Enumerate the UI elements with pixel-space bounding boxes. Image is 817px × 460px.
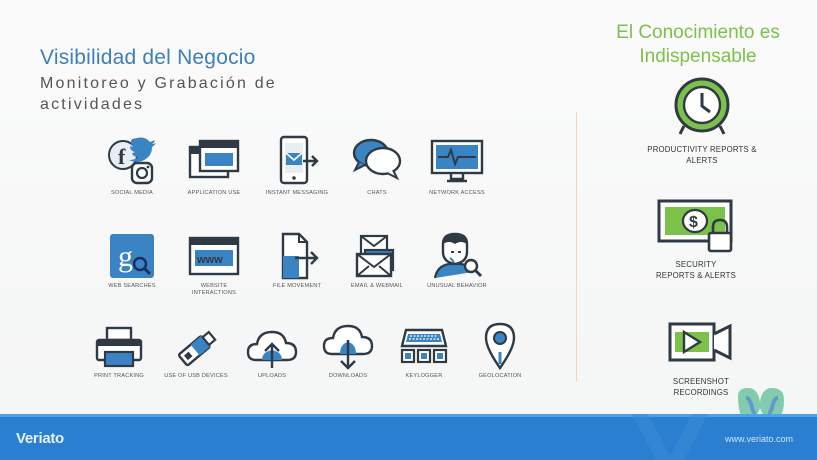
right-heading: El Conocimiento es Indispensable bbox=[598, 21, 798, 69]
veriato-logo: Veriato bbox=[16, 430, 64, 447]
www-browser-icon: www bbox=[188, 236, 240, 276]
chat-bubbles-icon bbox=[352, 138, 402, 181]
email-icon bbox=[355, 234, 395, 278]
icon-label-unusual-behavior: UNUSUAL BEHAVIOR bbox=[427, 283, 487, 289]
icon-label-social-media: SOCIAL MEDIA bbox=[111, 190, 153, 196]
section-divider bbox=[576, 112, 577, 382]
svg-text:$: $ bbox=[689, 214, 698, 231]
feature-security-line1: SECURITY bbox=[675, 260, 717, 269]
icon-tile-email-webmail: EMAIL & WEBMAIL bbox=[335, 232, 419, 290]
webex-logo-icon[interactable] bbox=[734, 386, 790, 424]
footer-v-watermark-icon bbox=[632, 414, 708, 460]
icon-tile-instant-messaging: INSTANT MESSAGING bbox=[255, 133, 339, 197]
slide-title: Visibilidad del Negocio bbox=[40, 46, 256, 69]
icon-label-downloads: DOWNLOADS bbox=[328, 373, 368, 379]
feature-screenshot-line1: SCREENSHOT bbox=[672, 377, 730, 386]
icon-tile-application-use: APPLICATION USE bbox=[172, 133, 256, 197]
icon-label-file-movement: FILE MOVEMENT bbox=[272, 283, 322, 289]
feature-security-line2: REPORTS & ALERTS bbox=[655, 271, 737, 280]
user-search-icon bbox=[433, 232, 483, 279]
cloud-upload-icon bbox=[246, 330, 298, 368]
file-move-icon bbox=[281, 232, 319, 280]
keyboard-icon bbox=[400, 328, 448, 364]
icon-label-application-use: APPLICATION USE bbox=[187, 190, 241, 196]
svg-text:f: f bbox=[118, 144, 126, 169]
feature-security-label: SECURITY REPORTS & ALERTS bbox=[626, 259, 766, 281]
feature-productivity: PRODUCTIVITY REPORTS & ALERTS bbox=[632, 76, 772, 166]
icon-label-website-line1: WEBSITE bbox=[200, 283, 228, 289]
icon-tile-downloads: DOWNLOADS bbox=[306, 324, 390, 380]
icon-tile-unusual-behavior: UNUSUAL BEHAVIOR bbox=[415, 232, 499, 290]
icon-label-web-searches: WEB SEARCHES bbox=[108, 283, 156, 289]
icon-tile-website-interactions: www WEBSITE INTERACTIONS bbox=[172, 232, 256, 297]
icon-tile-file-movement: FILE MOVEMENT bbox=[255, 232, 339, 290]
printer-icon bbox=[95, 326, 143, 368]
icon-tile-usb-devices: USE OF USB DEVICES bbox=[154, 324, 238, 380]
icon-label-email-webmail: EMAIL & WEBMAIL bbox=[350, 283, 404, 289]
right-heading-line1: El Conocimiento es bbox=[616, 22, 780, 43]
cloud-download-icon bbox=[322, 324, 374, 370]
footer-stripe bbox=[0, 414, 817, 417]
feature-productivity-line1: PRODUCTIVITY REPORTS & bbox=[647, 145, 757, 154]
feature-security: $ SECURITY REPORTS & ALERTS bbox=[626, 197, 766, 281]
application-window-icon bbox=[188, 139, 240, 179]
money-lock-icon: $ bbox=[657, 199, 733, 253]
clock-icon bbox=[674, 77, 730, 135]
icon-label-uploads: UPLOADS bbox=[257, 373, 287, 379]
icon-label-instant-messaging: INSTANT MESSAGING bbox=[265, 190, 329, 196]
social-media-icon: f bbox=[108, 137, 156, 185]
icon-label-network-access: NETWORK ACCESS bbox=[429, 190, 485, 196]
icon-tile-chats: CHATS bbox=[335, 133, 419, 197]
icon-tile-web-searches: g WEB SEARCHES bbox=[90, 232, 174, 290]
right-heading-line2: Indispensable bbox=[639, 46, 757, 67]
usb-drive-icon bbox=[177, 330, 217, 367]
icon-label-geolocation: GEOLOCATION bbox=[478, 373, 522, 379]
icon-tile-network-access: NETWORK ACCESS bbox=[415, 133, 499, 197]
icon-label-usb-devices: USE OF USB DEVICES bbox=[164, 373, 228, 379]
google-search-icon: g bbox=[110, 234, 154, 278]
instant-message-icon bbox=[279, 135, 319, 185]
icon-tile-print-tracking: PRINT TRACKING bbox=[77, 324, 161, 380]
footer-url[interactable]: www.veriato.com bbox=[724, 434, 793, 444]
icon-tile-social-media: f SOCIAL MEDIA bbox=[90, 133, 174, 197]
icon-label-keylogger: KEYLOGGER bbox=[405, 373, 443, 379]
icon-label-print-tracking: PRINT TRACKING bbox=[94, 373, 144, 379]
svg-text:www: www bbox=[196, 254, 223, 266]
footer-bar: Veriato www.veriato.com bbox=[0, 414, 817, 460]
icon-label-website-line2: INTERACTIONS bbox=[191, 290, 237, 296]
svg-text:g: g bbox=[118, 240, 133, 273]
feature-productivity-line2: ALERTS bbox=[686, 156, 718, 165]
feature-screenshot-label: SCREENSHOT RECORDINGS bbox=[631, 376, 771, 398]
feature-screenshot: SCREENSHOT RECORDINGS bbox=[631, 320, 771, 398]
feature-screenshot-line2: RECORDINGS bbox=[673, 388, 729, 397]
video-camera-icon bbox=[668, 322, 732, 362]
slide-subtitle: Monitoreo y Grabación de actividades bbox=[40, 75, 277, 113]
icon-label-chats: CHATS bbox=[367, 190, 387, 196]
icon-tile-keylogger: KEYLOGGER bbox=[382, 324, 466, 380]
icon-tile-geolocation: GEOLOCATION bbox=[458, 322, 542, 380]
feature-productivity-label: PRODUCTIVITY REPORTS & ALERTS bbox=[632, 144, 772, 166]
network-monitor-icon bbox=[430, 139, 484, 183]
icon-tile-uploads: UPLOADS bbox=[230, 324, 314, 380]
map-pin-icon bbox=[484, 322, 516, 370]
